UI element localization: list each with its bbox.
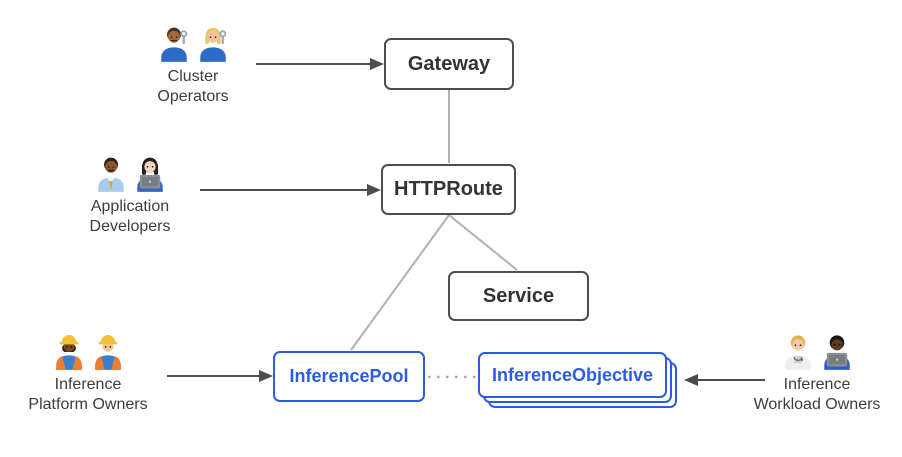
man-technologist-icon [823, 335, 850, 370]
cluster-operators-label-line2: Operators [157, 88, 229, 105]
man-construction-worker-icon [94, 335, 121, 370]
inference-workload-owners-label-line1: Inference [783, 376, 851, 393]
persona-inference-platform-owners: Inference Platform Owners [3, 334, 173, 415]
inference-objective-node-label: InferenceObjective [491, 364, 654, 385]
inference-objective-node: InferenceObjective [478, 352, 667, 398]
inference-platform-owners-label-line1: Inference [54, 376, 122, 393]
application-developers-label-line2: Developers [89, 218, 171, 235]
inference-platform-owners-label-line2: Platform Owners [28, 396, 148, 413]
httproute-node: HTTPRoute [381, 164, 516, 215]
persona-inference-workload-owners: Inference Workload Owners [732, 334, 902, 415]
application-developers-label-line1: Application [90, 198, 170, 215]
inference-platform-owners-icons [52, 334, 125, 370]
cluster-operators-label-line1: Cluster [167, 68, 219, 85]
httproute-node-label: HTTPRoute [394, 178, 503, 200]
man-mechanic-icon [160, 27, 187, 62]
edge-httproute-service [448, 214, 518, 271]
inference-objective-stack: InferenceObjective [478, 352, 677, 408]
inference-pool-node: InferencePool [273, 351, 425, 402]
woman-technologist-icon [136, 157, 163, 192]
gateway-node-label: Gateway [407, 52, 491, 75]
application-developers-icons [94, 156, 167, 192]
inference-workload-owners-label-line2: Workload Owners [753, 396, 881, 413]
gateway-node: Gateway [384, 38, 514, 90]
edge-httproute-inferencepool [350, 214, 450, 351]
service-node-label: Service [482, 284, 555, 307]
service-node: Service [448, 271, 589, 321]
persona-cluster-operators: Cluster Operators [108, 26, 278, 107]
cluster-operators-icons [157, 26, 230, 62]
persona-application-developers: Application Developers [45, 156, 215, 237]
man-office-worker-icon [97, 157, 124, 192]
woman-construction-worker-icon [55, 335, 82, 370]
inference-workload-owners-icons [781, 334, 854, 370]
health-worker-icon [784, 335, 811, 370]
woman-mechanic-icon [199, 27, 226, 62]
inference-pool-node-label: InferencePool [289, 366, 409, 386]
